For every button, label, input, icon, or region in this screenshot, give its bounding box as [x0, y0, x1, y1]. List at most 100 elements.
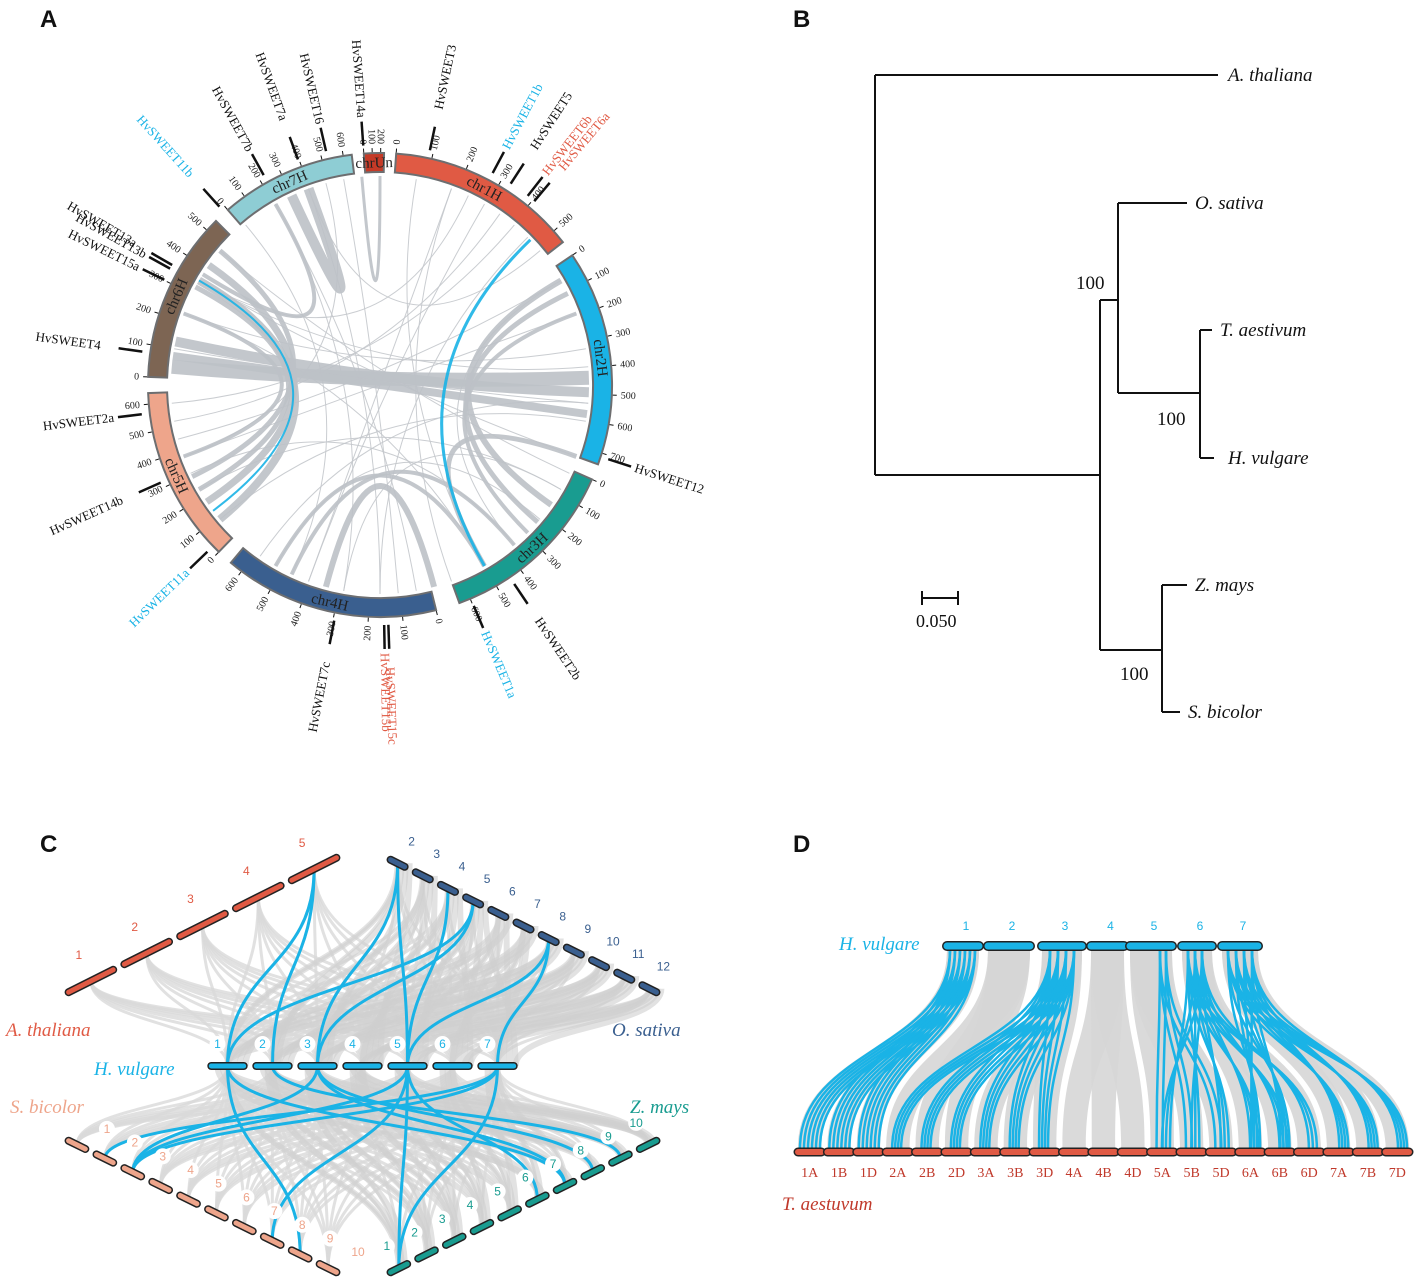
species-label-hvulgare: H. vulgare [93, 1059, 175, 1080]
sweet-link [1250, 949, 1400, 1149]
sweet-link [802, 949, 957, 1149]
tick-label: 500 [310, 136, 324, 153]
species-label-zmays: Z. mays [630, 1097, 689, 1118]
sweet-link [869, 949, 967, 1149]
synteny-link [226, 868, 316, 1067]
tick-mark [431, 153, 434, 158]
synteny-link [219, 413, 586, 520]
sweet-link [929, 949, 1076, 1149]
tae-chr-label: 4D [1124, 1166, 1141, 1181]
tick-label: 0 [134, 371, 139, 382]
panel-label-c: C [40, 831, 57, 858]
tick-mark [299, 604, 302, 609]
sweet-link [1250, 949, 1282, 1149]
tae-chr-label: 2D [948, 1166, 965, 1181]
sbi-chr-number-badge [154, 1148, 171, 1165]
tick-mark [609, 424, 614, 426]
tae-chr-label: 1B [831, 1166, 847, 1181]
chromosome-chr5H [147, 391, 234, 554]
sbi-chromosome [66, 1138, 88, 1152]
tick-label: 700 [609, 451, 627, 466]
tick-label: 100 [226, 174, 244, 193]
hvu-chr-number-badge [389, 1036, 406, 1052]
taxon-athaliana: A. thaliana [1226, 65, 1312, 86]
tick-mark [224, 205, 228, 210]
tick-mark [241, 192, 245, 197]
sweet-link [1226, 949, 1291, 1149]
sbi-chromosome [261, 1234, 284, 1248]
zma-chr-number-badge [517, 1169, 534, 1186]
osa-chromosome [639, 982, 659, 995]
scale-bar [921, 591, 959, 605]
ath-chr-number: 5 [299, 836, 306, 850]
synteny-ribbon [1091, 950, 1145, 1148]
synteny-link [316, 863, 400, 1067]
tae-chr-label: 1A [801, 1166, 819, 1181]
tick-mark [554, 227, 558, 231]
synteny-link [183, 182, 339, 457]
zma-chr-number-badge [600, 1128, 617, 1145]
sbi-chromosome [317, 1261, 339, 1275]
synteny-link [273, 473, 487, 567]
species-label-osativa: O. sativa [612, 1020, 681, 1041]
sbi-chr-number-badge [210, 1175, 227, 1192]
zma-chr-number-badge [434, 1210, 451, 1227]
sweet-link [1160, 949, 1204, 1149]
tick-mark [259, 180, 263, 185]
tick-mark [527, 201, 532, 206]
tick-mark [496, 586, 500, 591]
synteny-link [271, 868, 316, 1067]
osa-chr-number: 6 [509, 884, 516, 898]
chromosome-name: chr2H [590, 338, 610, 377]
synteny-link [259, 400, 589, 557]
sbi-chromosome [149, 1179, 172, 1193]
zma-chr-number-badge [545, 1155, 562, 1172]
tick-mark [299, 161, 302, 166]
synteny-link [198, 195, 469, 319]
gene-marker [288, 136, 300, 160]
sweet-link [926, 949, 1068, 1149]
synteny-link [245, 224, 328, 575]
sweet-link [988, 949, 1076, 1149]
gene-label-HvSWEET15c: HvSWEET15c [383, 667, 401, 746]
sweet-link [1046, 949, 1076, 1149]
sweet-link [1037, 949, 1052, 1149]
zma-chr-number-badge [489, 1183, 506, 1200]
sweet-link [877, 949, 977, 1149]
bootstrap-bep: 100 [1076, 273, 1105, 294]
zma-chromosome [471, 1220, 493, 1234]
tick-label: 600 [616, 421, 633, 434]
hvu-chr-number: 2 [259, 1037, 266, 1051]
gene-marker [118, 347, 143, 353]
zma-chr-number: 2 [411, 1225, 418, 1239]
gene-marker [360, 121, 365, 146]
sbi-chromosome [289, 1247, 312, 1262]
hvu-chr-number: 4 [1107, 919, 1114, 933]
sbi-chr-number-badge [322, 1230, 339, 1247]
sbi-chromosome [205, 1206, 228, 1220]
synteny-link [131, 1065, 319, 1173]
species-label-sbicolor: S. bicolor [10, 1097, 84, 1118]
hvu-chr-number: 6 [439, 1037, 446, 1051]
tick-mark [147, 431, 152, 434]
gene-marker [526, 176, 544, 197]
tick-mark [203, 226, 207, 231]
taxon-sbicolor: S. bicolor [1188, 702, 1262, 723]
gene-label-HvSWEET14a: HvSWEET14a [349, 39, 369, 118]
zma-chromosome [498, 1206, 521, 1220]
tae-chr-label: 5B [1183, 1166, 1199, 1181]
tick-mark [238, 571, 242, 576]
chromosome-name: chrUn [355, 155, 393, 172]
gene-label-HvSWEET2a: HvSWEET2a [42, 410, 115, 434]
gene-marker [472, 605, 485, 629]
synteny-links [171, 175, 590, 595]
tae-chr-label: 3A [977, 1166, 995, 1181]
gene-label-HvSWEET2b: HvSWEET2b [532, 614, 585, 682]
gene-label-HvSWEET4: HvSWEET4 [35, 329, 103, 353]
sbi-chr-number-badge [294, 1216, 311, 1233]
tae-chr-label: 5A [1154, 1166, 1172, 1181]
sbi-chr-number-badge [266, 1203, 283, 1220]
